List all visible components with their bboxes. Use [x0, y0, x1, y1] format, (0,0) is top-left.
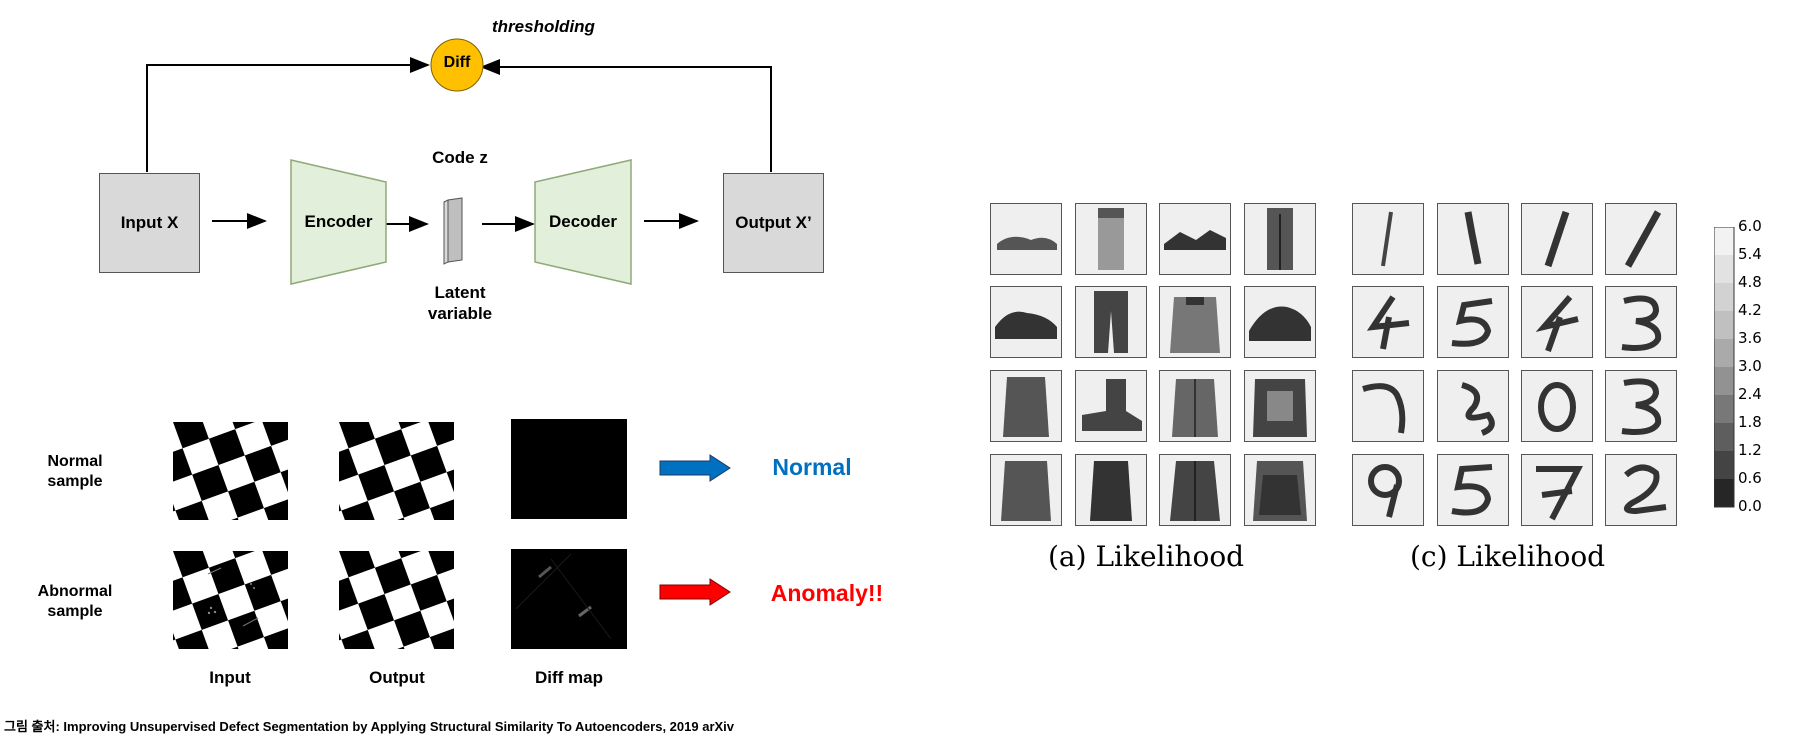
column-label-output: Output: [369, 668, 425, 687]
abnormal-output-image: [339, 551, 454, 649]
normal-output-image: [339, 422, 454, 520]
colorbar-tick: 0.0: [1738, 497, 1762, 515]
grid-a-cell: [1075, 370, 1147, 442]
grid-c-cell: [1437, 370, 1509, 442]
normal-diff-map: [511, 419, 627, 519]
output-to-diff-line: [480, 59, 772, 172]
encoder-label: Encoder: [304, 212, 373, 231]
colorbar-tick: 0.6: [1738, 469, 1762, 487]
colorbar-tick: 2.4: [1738, 385, 1762, 403]
normal-arrow: [659, 454, 731, 482]
grid-c-cell: [1605, 454, 1677, 526]
grid-a-cell: [1159, 454, 1231, 526]
output-box: Output X’: [723, 173, 824, 273]
caption-a: (a) Likelihood: [1048, 540, 1245, 573]
grid-c-cell: [1352, 286, 1424, 358]
diff-label: Diff: [443, 54, 471, 71]
grid-c-cell: [1605, 286, 1677, 358]
grid-c-cell: [1521, 370, 1593, 442]
grid-c-cell: [1521, 454, 1593, 526]
output-label: Output X’: [735, 213, 812, 232]
grid-a-cell: [990, 454, 1062, 526]
colorbar: [1714, 227, 1735, 508]
column-label-diffmap: Diff map: [535, 668, 603, 687]
colorbar-tick: 3.0: [1738, 357, 1762, 375]
grid-c-cell: [1437, 286, 1509, 358]
grid-a-cell: [1244, 286, 1316, 358]
normal-row-label-line2: sample: [47, 473, 103, 490]
grid-a-cell: [1244, 370, 1316, 442]
abnormal-sample-label: Abnormal sample: [15, 582, 135, 622]
diff-circle: [430, 38, 484, 92]
grid-c-cell: [1521, 286, 1593, 358]
colorbar-tick: 6.0: [1738, 217, 1762, 235]
anomaly-arrow: [659, 578, 731, 606]
colorbar-tick: 1.8: [1738, 413, 1762, 431]
grid-c-cell: [1521, 203, 1593, 275]
grid-c-cell: [1437, 454, 1509, 526]
colorbar-tick: 5.4: [1738, 245, 1762, 263]
decoder-label: Decoder: [548, 212, 618, 231]
grid-c-cell: [1437, 203, 1509, 275]
abnormal-row-label-line2: sample: [47, 603, 103, 620]
grid-a-cell: [1244, 203, 1316, 275]
colorbar-tick: 4.8: [1738, 273, 1762, 291]
grid-a-cell: [1244, 454, 1316, 526]
anomaly-result: Anomaly!!: [770, 580, 884, 606]
code-label: Code z: [432, 148, 488, 167]
code-block-side: [447, 197, 463, 263]
normal-row-label-line1: Normal: [47, 453, 103, 470]
grid-a-cell: [1075, 203, 1147, 275]
input-label: Input X: [120, 213, 179, 232]
grid-a-cell: [990, 370, 1062, 442]
grid-c-cell: [1605, 370, 1677, 442]
grid-a-cell: [1159, 203, 1231, 275]
grid-c-cell: [1352, 203, 1424, 275]
grid-a-cell: [990, 203, 1062, 275]
normal-sample-label: Normal sample: [15, 452, 135, 492]
colorbar-tick: 3.6: [1738, 329, 1762, 347]
encoder-shape: [290, 159, 387, 285]
grid-c-cell: [1605, 203, 1677, 275]
abnormal-row-label-line1: Abnormal: [37, 583, 113, 600]
normal-result: Normal: [772, 454, 852, 480]
thresholding-label: thresholding: [492, 17, 595, 36]
latent-label-line2: variable: [427, 304, 493, 323]
source-caption: 그림 출처: Improving Unsupervised Defect Seg…: [4, 719, 735, 734]
abnormal-diff-map: [511, 549, 627, 649]
input-to-diff-line: [146, 57, 430, 172]
code-block-front: [443, 199, 449, 265]
autoencoder-diagram: [146, 38, 772, 285]
grid-a-cell: [1159, 286, 1231, 358]
grid-c-cell: [1352, 370, 1424, 442]
latent-label-line1: Latent: [434, 283, 486, 302]
decoder-shape: [534, 159, 632, 285]
column-label-input: Input: [209, 668, 251, 687]
colorbar-tick: 1.2: [1738, 441, 1762, 459]
colorbar-tick: 4.2: [1738, 301, 1762, 319]
grid-a-cell: [990, 286, 1062, 358]
grid-a-cell: [1075, 454, 1147, 526]
abnormal-input-image: [173, 551, 288, 649]
grid-a-cell: [1159, 370, 1231, 442]
input-box: Input X: [99, 173, 200, 273]
grid-c-cell: [1352, 454, 1424, 526]
caption-c: (c) Likelihood: [1410, 540, 1606, 573]
grid-a-cell: [1075, 286, 1147, 358]
normal-input-image: [173, 422, 288, 520]
